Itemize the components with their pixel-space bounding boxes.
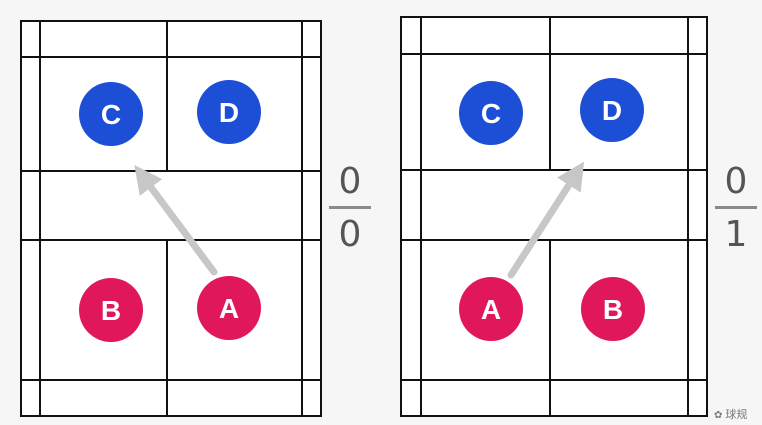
score-left: 0 0 <box>325 162 375 255</box>
player-label: D <box>602 95 622 126</box>
score-right-divider <box>715 206 757 209</box>
score-right-top: 0 <box>724 161 748 202</box>
score-right: 0 1 <box>711 162 761 255</box>
court-left-player-c: C <box>79 82 143 146</box>
score-left-bottom: 0 <box>338 214 362 255</box>
score-right-bottom: 1 <box>724 214 748 255</box>
player-label: C <box>101 99 121 130</box>
court-left: C D B A <box>20 20 322 417</box>
court-right-player-b: B <box>581 277 645 341</box>
court-right-player-a: A <box>459 277 523 341</box>
watermark: ✿球规 <box>714 406 747 422</box>
court-right-serve-arrow <box>507 161 585 279</box>
court-right: C D A B <box>400 16 708 417</box>
watermark-text: 球规 <box>725 409 748 421</box>
court-left-player-d: D <box>197 80 261 144</box>
player-label: A <box>481 294 501 325</box>
player-label: A <box>219 293 239 324</box>
court-right-player-c: C <box>459 81 523 145</box>
chat-icon: ✿ <box>714 410 723 421</box>
court-left-player-a: A <box>197 276 261 340</box>
player-label: D <box>219 97 239 128</box>
player-label: C <box>481 98 501 129</box>
player-label: B <box>603 294 623 325</box>
court-left-serve-arrow <box>134 165 218 276</box>
court-right-outline <box>400 16 708 417</box>
court-left-player-b: B <box>79 278 143 342</box>
court-right-player-d: D <box>580 78 644 142</box>
player-label: B <box>101 295 121 326</box>
score-left-divider <box>329 206 371 209</box>
score-left-top: 0 <box>338 161 362 202</box>
